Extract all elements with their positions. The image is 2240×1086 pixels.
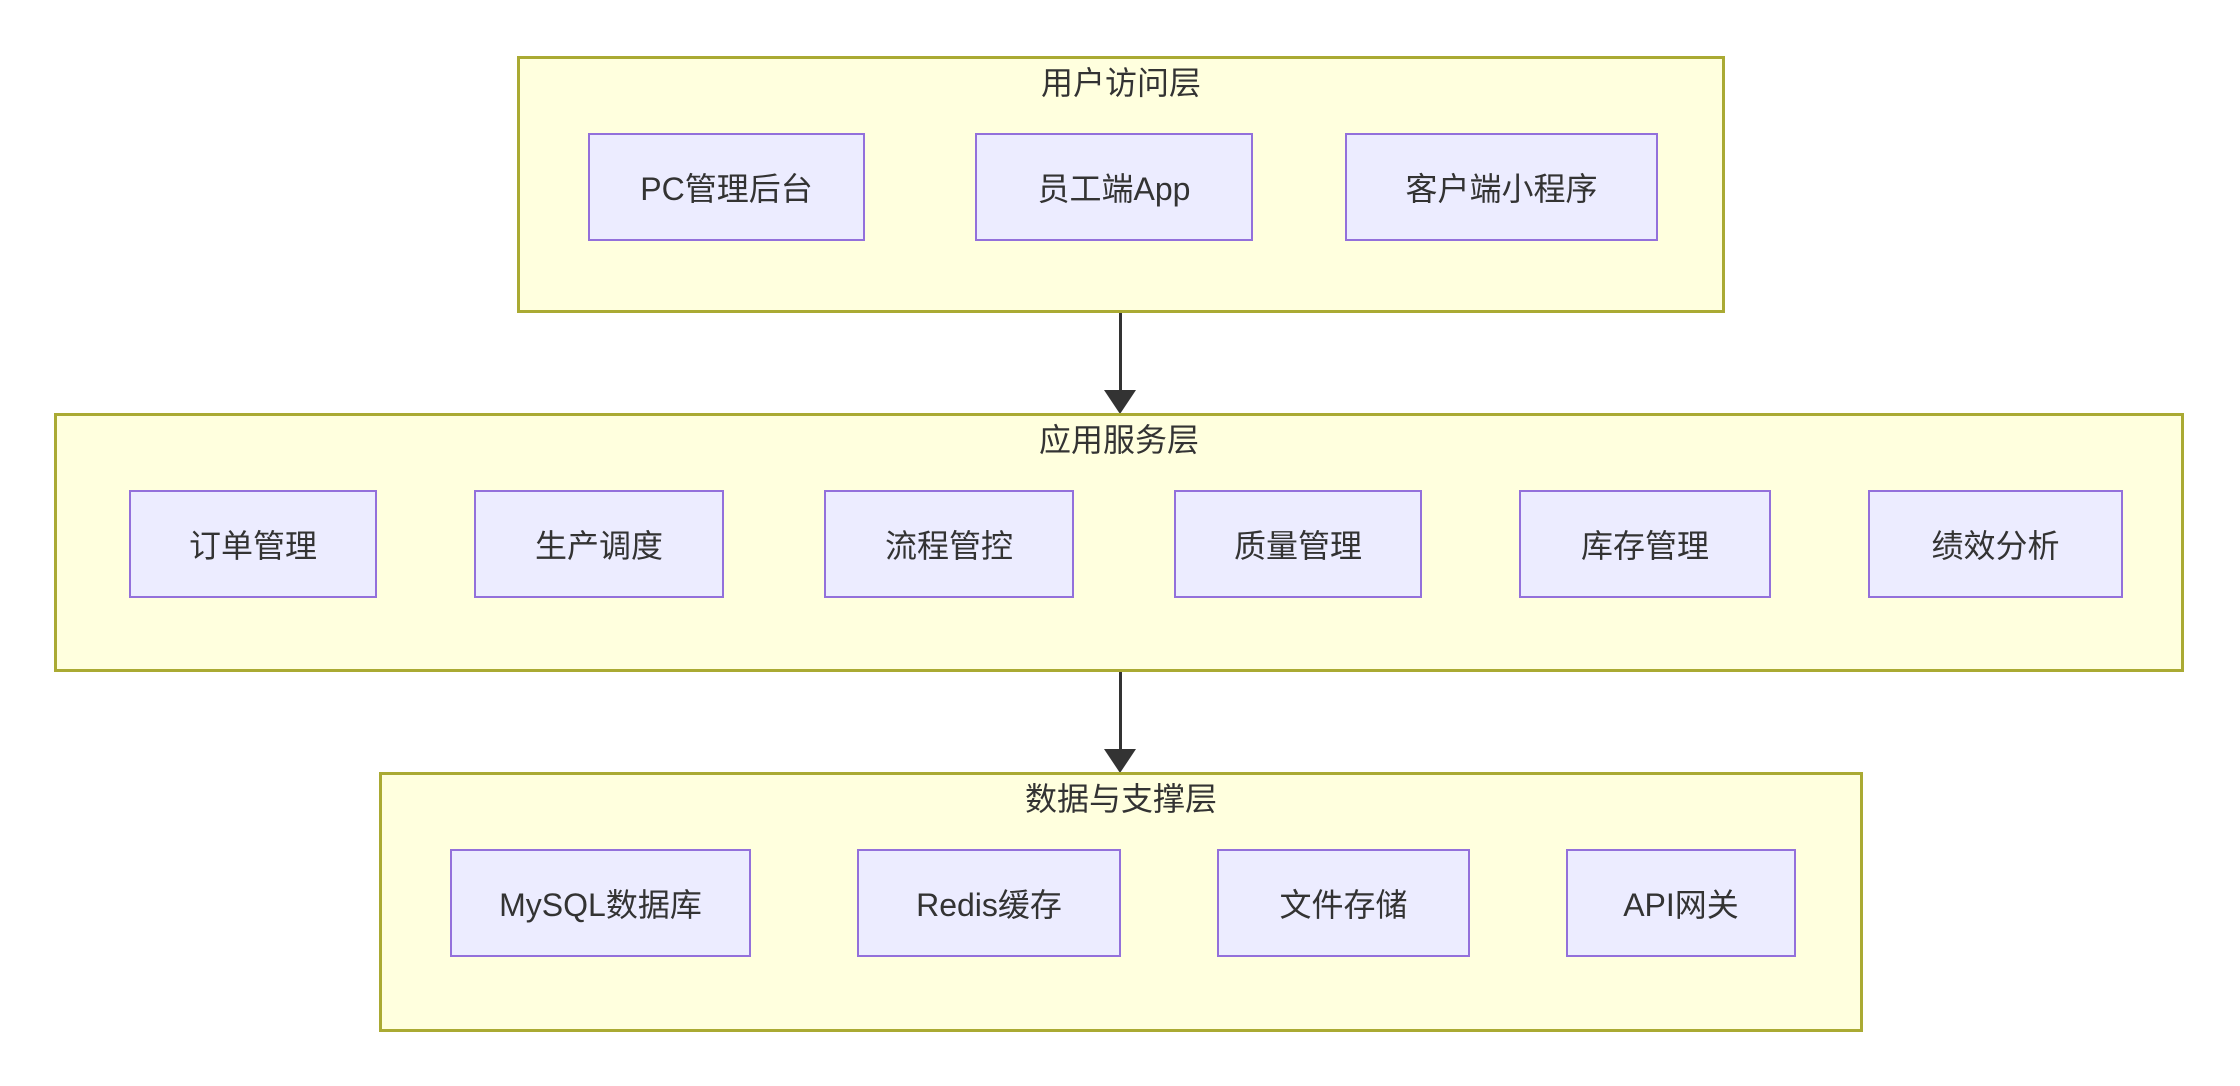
layer-user-access: 用户访问层 PC管理后台 员工端App 客户端小程序 — [517, 56, 1725, 313]
node-redis-cache-label: Redis缓存 — [916, 887, 1062, 923]
node-pc-admin-backend: PC管理后台 — [588, 133, 865, 241]
node-staff-app: 员工端App — [975, 133, 1253, 241]
node-order-management: 订单管理 — [129, 490, 377, 598]
node-pc-admin-backend-label: PC管理后台 — [640, 171, 813, 207]
layer-app-service-title: 应用服务层 — [1038, 422, 1199, 458]
edge-user-access-to-app-service — [1103, 313, 1137, 414]
node-client-miniprogram: 客户端小程序 — [1345, 133, 1658, 241]
node-inventory-management-label: 库存管理 — [1580, 528, 1709, 564]
node-inventory-management: 库存管理 — [1519, 490, 1771, 598]
node-performance-analysis: 绩效分析 — [1868, 490, 2123, 598]
layer-user-access-title: 用户访问层 — [1040, 65, 1201, 101]
node-production-scheduling-label: 生产调度 — [534, 528, 663, 564]
connector-line — [1118, 313, 1122, 391]
node-quality-management-label: 质量管理 — [1233, 528, 1362, 564]
node-mysql-database: MySQL数据库 — [450, 849, 751, 957]
node-performance-analysis-label: 绩效分析 — [1931, 528, 2060, 564]
node-staff-app-label: 员工端App — [1037, 171, 1191, 207]
layer-data-support-title: 数据与支撑层 — [1024, 781, 1217, 817]
layer-app-service: 应用服务层 订单管理 生产调度 流程管控 质量管理 库存管理 绩效分析 — [54, 413, 2184, 672]
node-order-management-label: 订单管理 — [188, 528, 317, 564]
node-file-storage: 文件存储 — [1217, 849, 1470, 957]
node-api-gateway-label: API网关 — [1623, 887, 1739, 923]
node-process-control-label: 流程管控 — [884, 528, 1013, 564]
layer-data-support: 数据与支撑层 MySQL数据库 Redis缓存 文件存储 API网关 — [379, 772, 1863, 1032]
node-client-miniprogram-label: 客户端小程序 — [1405, 171, 1598, 207]
node-redis-cache: Redis缓存 — [857, 849, 1121, 957]
edge-app-service-to-data-support — [1103, 672, 1137, 773]
node-production-scheduling: 生产调度 — [474, 490, 724, 598]
node-file-storage-label: 文件存储 — [1279, 887, 1408, 923]
node-process-control: 流程管控 — [824, 490, 1074, 598]
arrow-down-icon — [1104, 749, 1136, 773]
connector-line — [1118, 672, 1122, 750]
node-api-gateway: API网关 — [1566, 849, 1796, 957]
node-mysql-database-label: MySQL数据库 — [499, 887, 702, 923]
arrow-down-icon — [1104, 390, 1136, 414]
node-quality-management: 质量管理 — [1174, 490, 1422, 598]
